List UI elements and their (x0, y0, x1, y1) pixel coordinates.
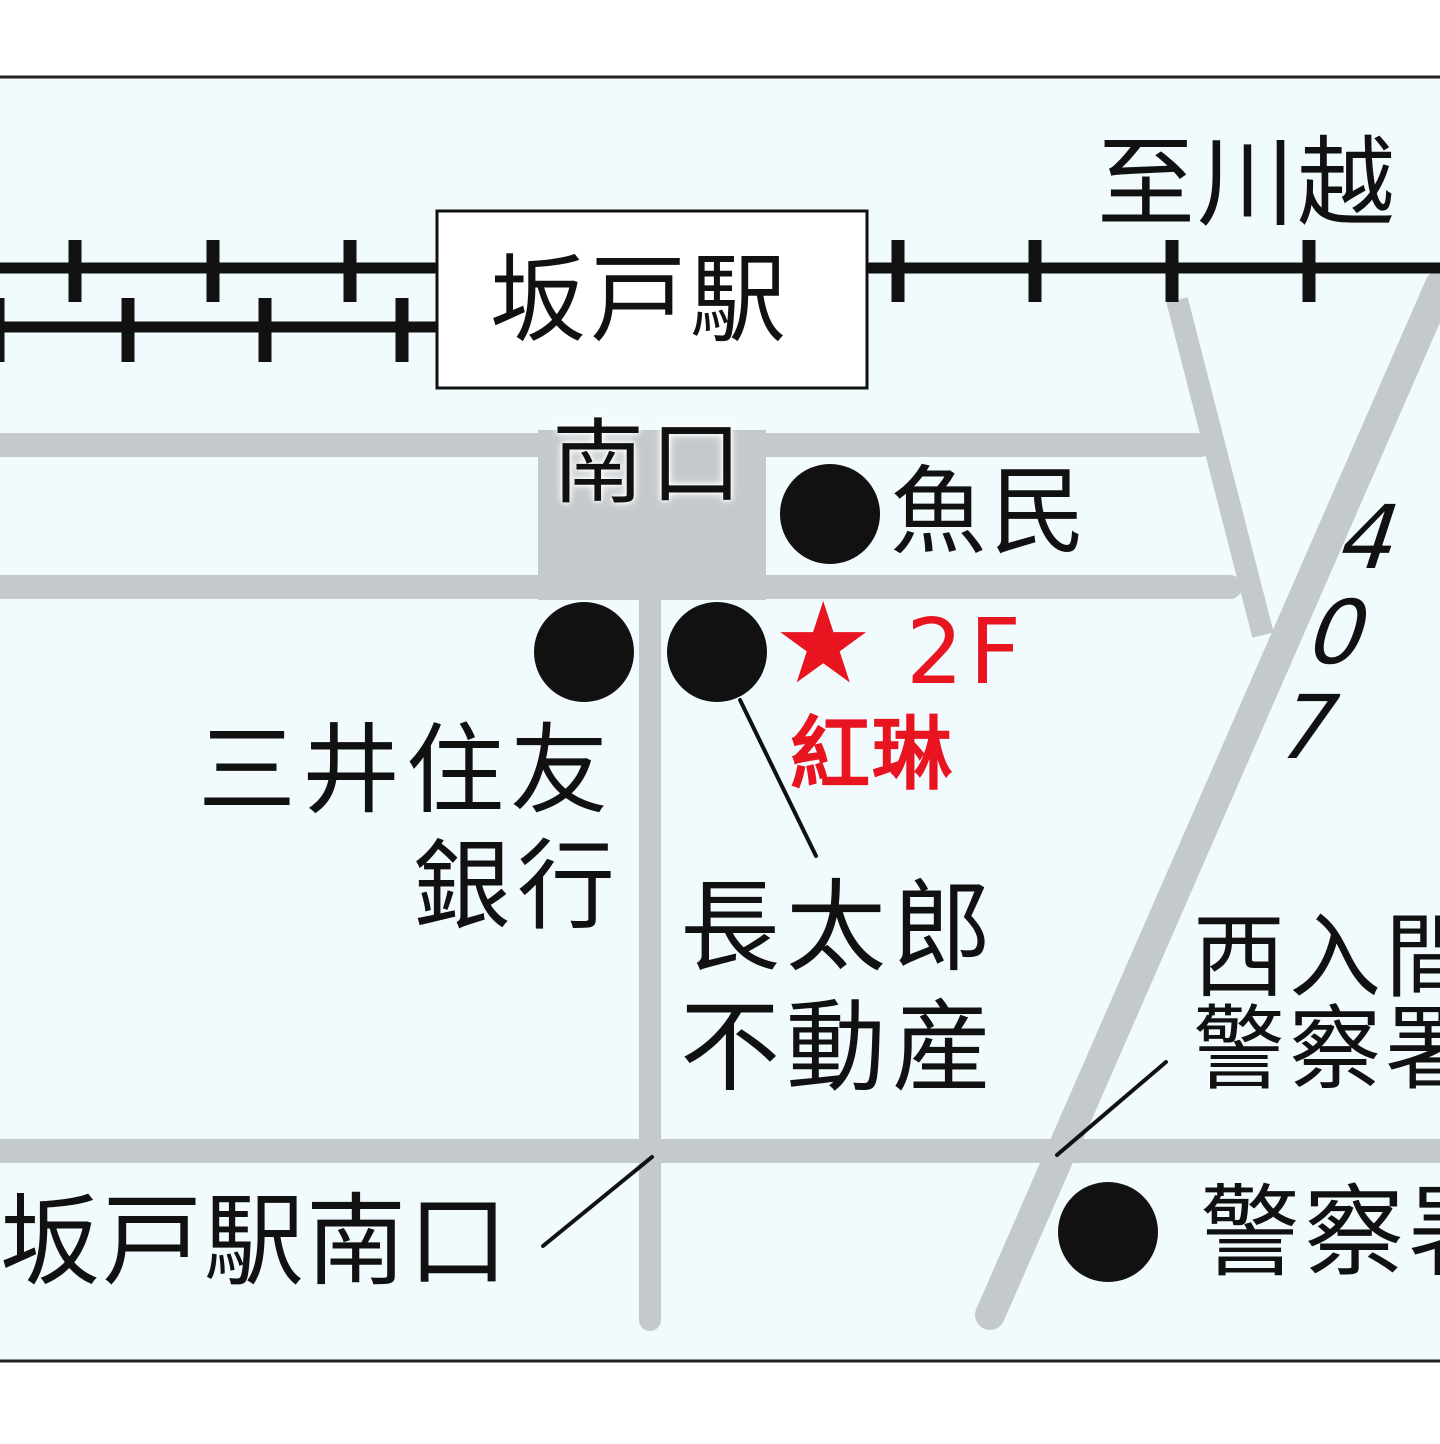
shop-star-icon: ★ (773, 579, 874, 709)
chotaro-marker-icon (667, 602, 767, 702)
mitsui-sumitomo-label-line2: 銀行 (413, 830, 622, 944)
mitsui-sumitomo-marker-icon (534, 602, 634, 702)
uotami-marker-icon (780, 464, 880, 564)
direction-kawagoe-label: 至川越 (1097, 127, 1398, 241)
police-marker-icon (1058, 1182, 1158, 1282)
nishi-iruma-police-label-line1: 西入間 (1193, 904, 1440, 1011)
south-exit-stop-label: 坂戸駅南口 (0, 1183, 510, 1300)
rail-ties (0, 240, 1316, 362)
police-label: 警察署 (1200, 1174, 1440, 1291)
chotaro-label-line2: 不動産 (680, 989, 998, 1106)
chotaro-label-line1: 長太郎 (680, 869, 998, 986)
station-box (435, 209, 869, 390)
route-407-road (975, 270, 1440, 1330)
leader-line-nishi-iruma-police (1055, 1060, 1168, 1157)
shop-floor-label: 2F (906, 600, 1028, 705)
leader-line-chotaro (738, 698, 818, 858)
shop-name-label: 紅琳 (790, 708, 954, 801)
road-northeast-branch (1166, 297, 1274, 638)
south-exit-label: 南口 (552, 410, 749, 517)
leader-lines (541, 698, 1168, 1248)
nishi-iruma-police-label-line2: 警察署 (1193, 996, 1440, 1103)
mitsui-sumitomo-label-line1: 三井住友 (198, 714, 615, 828)
uotami-label: 魚民 (890, 456, 1090, 568)
landmark-dots (534, 464, 1158, 1282)
station-label: 坂戸駅 (490, 244, 790, 356)
leader-line-south-exit-stop (541, 1155, 654, 1248)
road-network (0, 270, 1440, 1331)
station-plaza (538, 430, 766, 600)
